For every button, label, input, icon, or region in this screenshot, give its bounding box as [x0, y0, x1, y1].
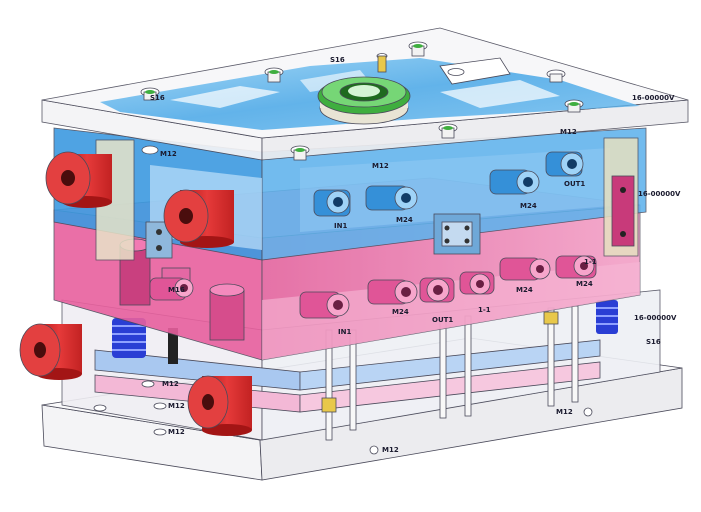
connector-lower-1 — [299, 291, 350, 319]
label-out1-lower: OUT1 — [432, 316, 453, 324]
connector-lower-4 — [459, 271, 495, 295]
lower-connectors — [149, 255, 597, 319]
screw-top-9 — [141, 145, 159, 155]
label-in1-lower: IN1 — [338, 328, 351, 336]
hydraulic-cylinder-top-left — [45, 151, 112, 208]
label-sn-right-low: 16-00000V — [634, 314, 677, 322]
screw-top-5 — [438, 123, 458, 139]
hydraulic-cylinder-mid — [163, 189, 234, 248]
hydraulic-cylinder-bottom-left — [19, 323, 82, 380]
label-m12-bottom-center: M12 — [382, 446, 399, 454]
side-screws-left — [93, 380, 593, 455]
label-m12-top-right: M12 — [560, 128, 577, 136]
side-lock-left — [145, 221, 173, 259]
label-m24-lower-a: M24 — [392, 308, 409, 316]
upper-connectors — [313, 151, 584, 217]
label-m16-left-mid: M16 — [168, 286, 185, 294]
label-in1-upper: IN1 — [334, 222, 347, 230]
screw-top-6 — [290, 145, 310, 161]
screw-top-1 — [140, 87, 160, 101]
locating-ring — [317, 76, 411, 125]
label-m12-top-center: M12 — [372, 162, 389, 170]
interlock-block — [433, 213, 481, 255]
label-s16-right-low: S16 — [646, 338, 661, 346]
connector-lower-left — [149, 277, 194, 301]
screw-top-2 — [264, 67, 284, 83]
nameplate — [439, 57, 511, 85]
hydraulic-cylinder-bottom-center — [187, 375, 252, 436]
label-m24-lower-c: M24 — [576, 280, 593, 288]
connector-lower-2 — [367, 279, 418, 305]
screw-top-7 — [376, 53, 388, 73]
connector-upper-4 — [545, 151, 584, 177]
label-m12-bottom-right: M12 — [556, 408, 573, 416]
label-m12-left-b: M12 — [168, 402, 185, 410]
part-labels: S16 S16 M12 M12 M12 16-00000V IN1 M24 M2… — [150, 56, 681, 454]
connector-upper-1 — [313, 189, 351, 217]
spring-left — [112, 318, 146, 358]
label-sn-top-right: 16-00000V — [632, 94, 675, 102]
label-1-1-b: 1-1 — [584, 258, 597, 266]
spring-right — [596, 300, 618, 334]
label-m24-upper-right: M24 — [520, 202, 537, 210]
label-m12-top-left: M12 — [160, 150, 177, 158]
screw-top-8 — [546, 69, 566, 83]
label-m24-upper-left: M24 — [396, 216, 413, 224]
label-sn-right-mid: 16-00000V — [638, 190, 681, 198]
label-1-1-a: 1-1 — [478, 306, 491, 314]
label-out1-upper: OUT1 — [564, 180, 585, 188]
connector-lower-3 — [419, 277, 455, 303]
connector-lower-5 — [499, 257, 551, 281]
screw-top-4 — [564, 99, 584, 113]
label-m12-left-a: M12 — [162, 380, 179, 388]
screw-top-3 — [408, 41, 428, 57]
label-top-left-m: S16 — [150, 94, 165, 102]
label-m24-lower-b: M24 — [516, 286, 533, 294]
connector-lower-6 — [555, 255, 597, 279]
label-top-m16: S16 — [330, 56, 345, 64]
connector-upper-2 — [365, 185, 418, 211]
top-screws — [140, 41, 584, 161]
label-m12-left-c: M12 — [168, 428, 185, 436]
connector-upper-3 — [489, 169, 540, 195]
